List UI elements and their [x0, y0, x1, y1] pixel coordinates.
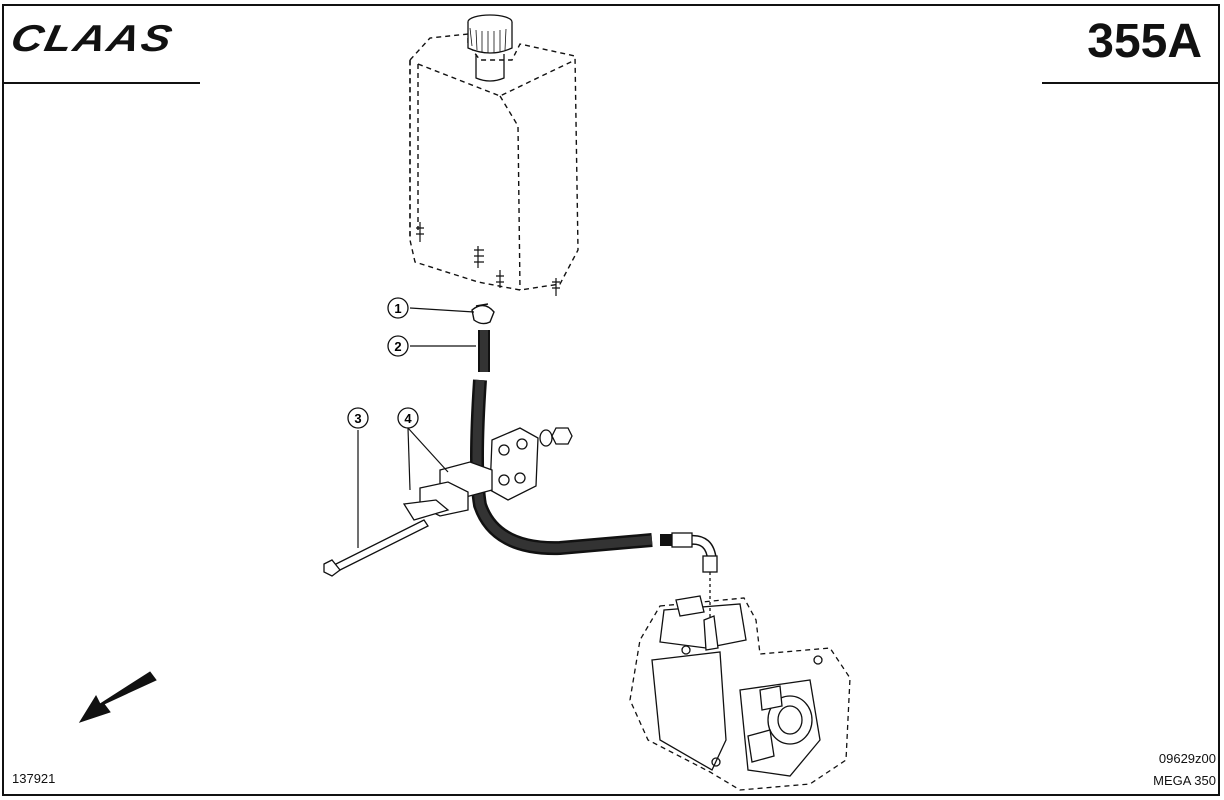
arrow-down-left-icon: [78, 671, 157, 723]
callout-leaders: [357, 307, 476, 548]
callout-3: 3: [354, 411, 361, 426]
callout-2: 2: [394, 339, 401, 354]
callout-circles: [347, 297, 419, 429]
callout-4: 4: [404, 411, 412, 426]
nut-washer: [539, 427, 573, 447]
bolt-part: [323, 519, 429, 577]
header-rule-right: [1042, 82, 1218, 84]
callout-1: 1: [394, 301, 401, 316]
tank-cap: [467, 14, 513, 82]
oil-tank: [409, 33, 579, 291]
hose-clamp-part: [471, 303, 495, 325]
page-code: 355A: [1087, 15, 1202, 68]
hose-holder-clamp-part: [402, 427, 539, 521]
model-name: MEGA 350: [1153, 773, 1216, 788]
tank-fittings: [416, 222, 560, 296]
reference-code: 09629z00: [1158, 751, 1216, 766]
drawing-sheet: [2, 4, 1220, 796]
header-rule-left: [4, 82, 200, 84]
drawing-number: 137921: [12, 771, 56, 786]
hose-end-nut: [671, 532, 718, 573]
hydraulic-pump: [629, 572, 851, 791]
